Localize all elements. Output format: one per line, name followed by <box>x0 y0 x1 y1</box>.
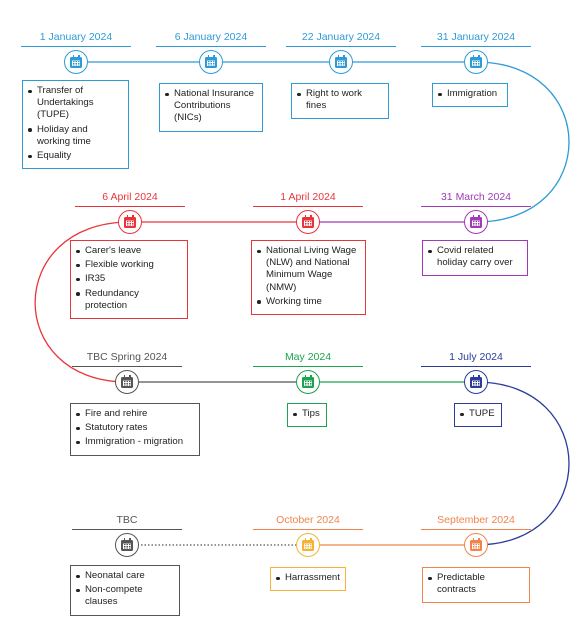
milestone-item: Immigration - migration <box>76 436 194 448</box>
milestone-item: Right to work fines <box>297 88 383 112</box>
milestone-box: TUPE <box>454 403 502 428</box>
milestone-box: Right to work fines <box>291 83 389 120</box>
calendar-icon <box>205 54 217 68</box>
milestone-node <box>464 370 488 394</box>
milestone-date: 6 April 2024 <box>75 190 185 207</box>
milestone-node <box>296 210 320 234</box>
milestone-box: Harrassment <box>270 567 346 592</box>
milestone-item: IR35 <box>76 273 182 285</box>
milestone-box: Tips <box>287 403 327 428</box>
milestone-date: 31 January 2024 <box>421 30 531 47</box>
milestone-box: Transfer of Undertakings (TUPE)Holiday a… <box>22 80 129 170</box>
milestone-item: Covid related holiday carry over <box>428 245 522 269</box>
milestone-date: 1 July 2024 <box>421 350 531 367</box>
milestone-date: 22 January 2024 <box>286 30 396 47</box>
milestone-date: 1 January 2024 <box>21 30 131 47</box>
milestone-node <box>464 533 488 557</box>
calendar-icon <box>302 374 314 388</box>
milestone-item: TUPE <box>460 408 496 420</box>
milestone-node <box>64 50 88 74</box>
calendar-icon <box>470 374 482 388</box>
milestone-node <box>115 533 139 557</box>
milestone-date: May 2024 <box>253 350 363 367</box>
milestone-item: Statutory rates <box>76 422 194 434</box>
milestone-item: Redundancy protection <box>76 288 182 312</box>
milestone-box: National Living Wage (NLW) and National … <box>251 240 366 316</box>
calendar-icon <box>302 537 314 551</box>
milestone-box: Immigration <box>432 83 508 108</box>
calendar-icon <box>124 214 136 228</box>
milestone-date: 1 April 2024 <box>253 190 363 207</box>
calendar-icon <box>335 54 347 68</box>
milestone-item: Transfer of Undertakings (TUPE) <box>28 85 123 122</box>
calendar-icon <box>302 214 314 228</box>
milestone-item: Tips <box>293 408 321 420</box>
milestone-item: Predictable contracts <box>428 572 524 596</box>
milestone-box: National Insurance Contributions (NICs) <box>159 83 263 132</box>
milestone-node <box>464 50 488 74</box>
milestone-box: Predictable contracts <box>422 567 530 604</box>
milestone-node <box>199 50 223 74</box>
milestone-box: Covid related holiday carry over <box>422 240 528 277</box>
milestone-item: Holiday and working time <box>28 124 123 148</box>
milestone-item: Working time <box>257 296 360 308</box>
milestone-date: 6 January 2024 <box>156 30 266 47</box>
milestone-node <box>115 370 139 394</box>
milestone-date: 31 March 2024 <box>421 190 531 207</box>
milestone-item: Carer's leave <box>76 245 182 257</box>
connector-curve-left <box>34 221 131 383</box>
milestone-date: October 2024 <box>253 513 363 530</box>
milestone-date: TBC <box>72 513 182 530</box>
milestone-item: Non-compete clauses <box>76 584 174 608</box>
milestone-date: September 2024 <box>421 513 531 530</box>
milestone-item: Neonatal care <box>76 570 174 582</box>
connector-curve-right1 <box>475 61 570 223</box>
milestone-item: National Living Wage (NLW) and National … <box>257 245 360 294</box>
milestone-item: Immigration <box>438 88 502 100</box>
calendar-icon <box>470 537 482 551</box>
milestone-item: Harrassment <box>276 572 340 584</box>
milestone-node <box>118 210 142 234</box>
milestone-node <box>296 533 320 557</box>
milestone-date: TBC Spring 2024 <box>72 350 182 367</box>
calendar-icon <box>121 374 133 388</box>
milestone-node <box>464 210 488 234</box>
calendar-icon <box>470 54 482 68</box>
milestone-item: National Insurance Contributions (NICs) <box>165 88 257 125</box>
milestone-node <box>296 370 320 394</box>
calendar-icon <box>470 214 482 228</box>
connector-curve-right2 <box>475 381 570 546</box>
milestone-item: Fire and rehire <box>76 408 194 420</box>
calendar-icon <box>121 537 133 551</box>
milestone-item: Flexible working <box>76 259 182 271</box>
milestone-item: Equality <box>28 150 123 162</box>
calendar-icon <box>70 54 82 68</box>
milestone-node <box>329 50 353 74</box>
